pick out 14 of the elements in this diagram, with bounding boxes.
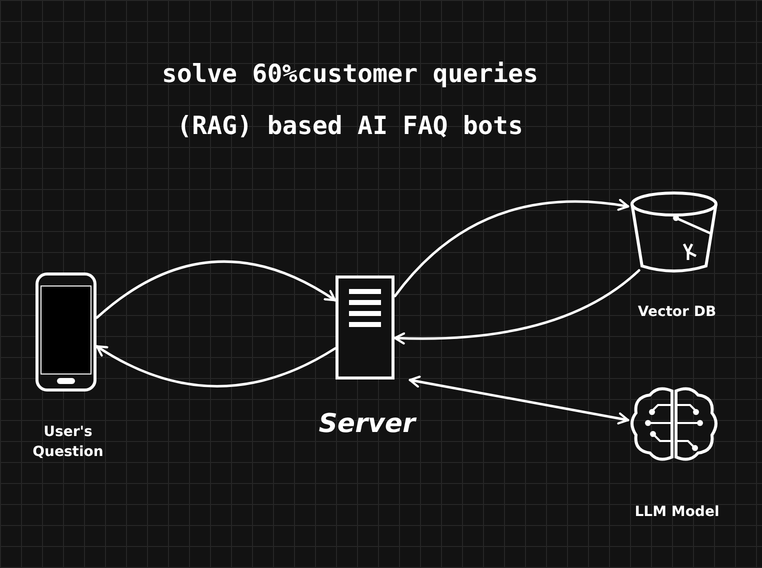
arrow <box>96 345 336 388</box>
server-icon <box>335 275 395 380</box>
smartphone-icon <box>35 272 97 392</box>
node-label: Server <box>318 408 418 440</box>
arrow <box>394 199 630 298</box>
arrow <box>96 260 336 319</box>
node-label: Vector DB <box>636 303 718 322</box>
arrow <box>394 269 640 344</box>
node-label: LLM Model <box>634 503 720 522</box>
node-label: User's Question <box>32 423 104 462</box>
arrow <box>408 376 630 424</box>
bucket-icon <box>628 190 720 272</box>
diagram-title: solve 60%customer queries (RAG) based AI FAQ bots <box>160 58 540 142</box>
brain-circuit-icon <box>628 385 720 463</box>
